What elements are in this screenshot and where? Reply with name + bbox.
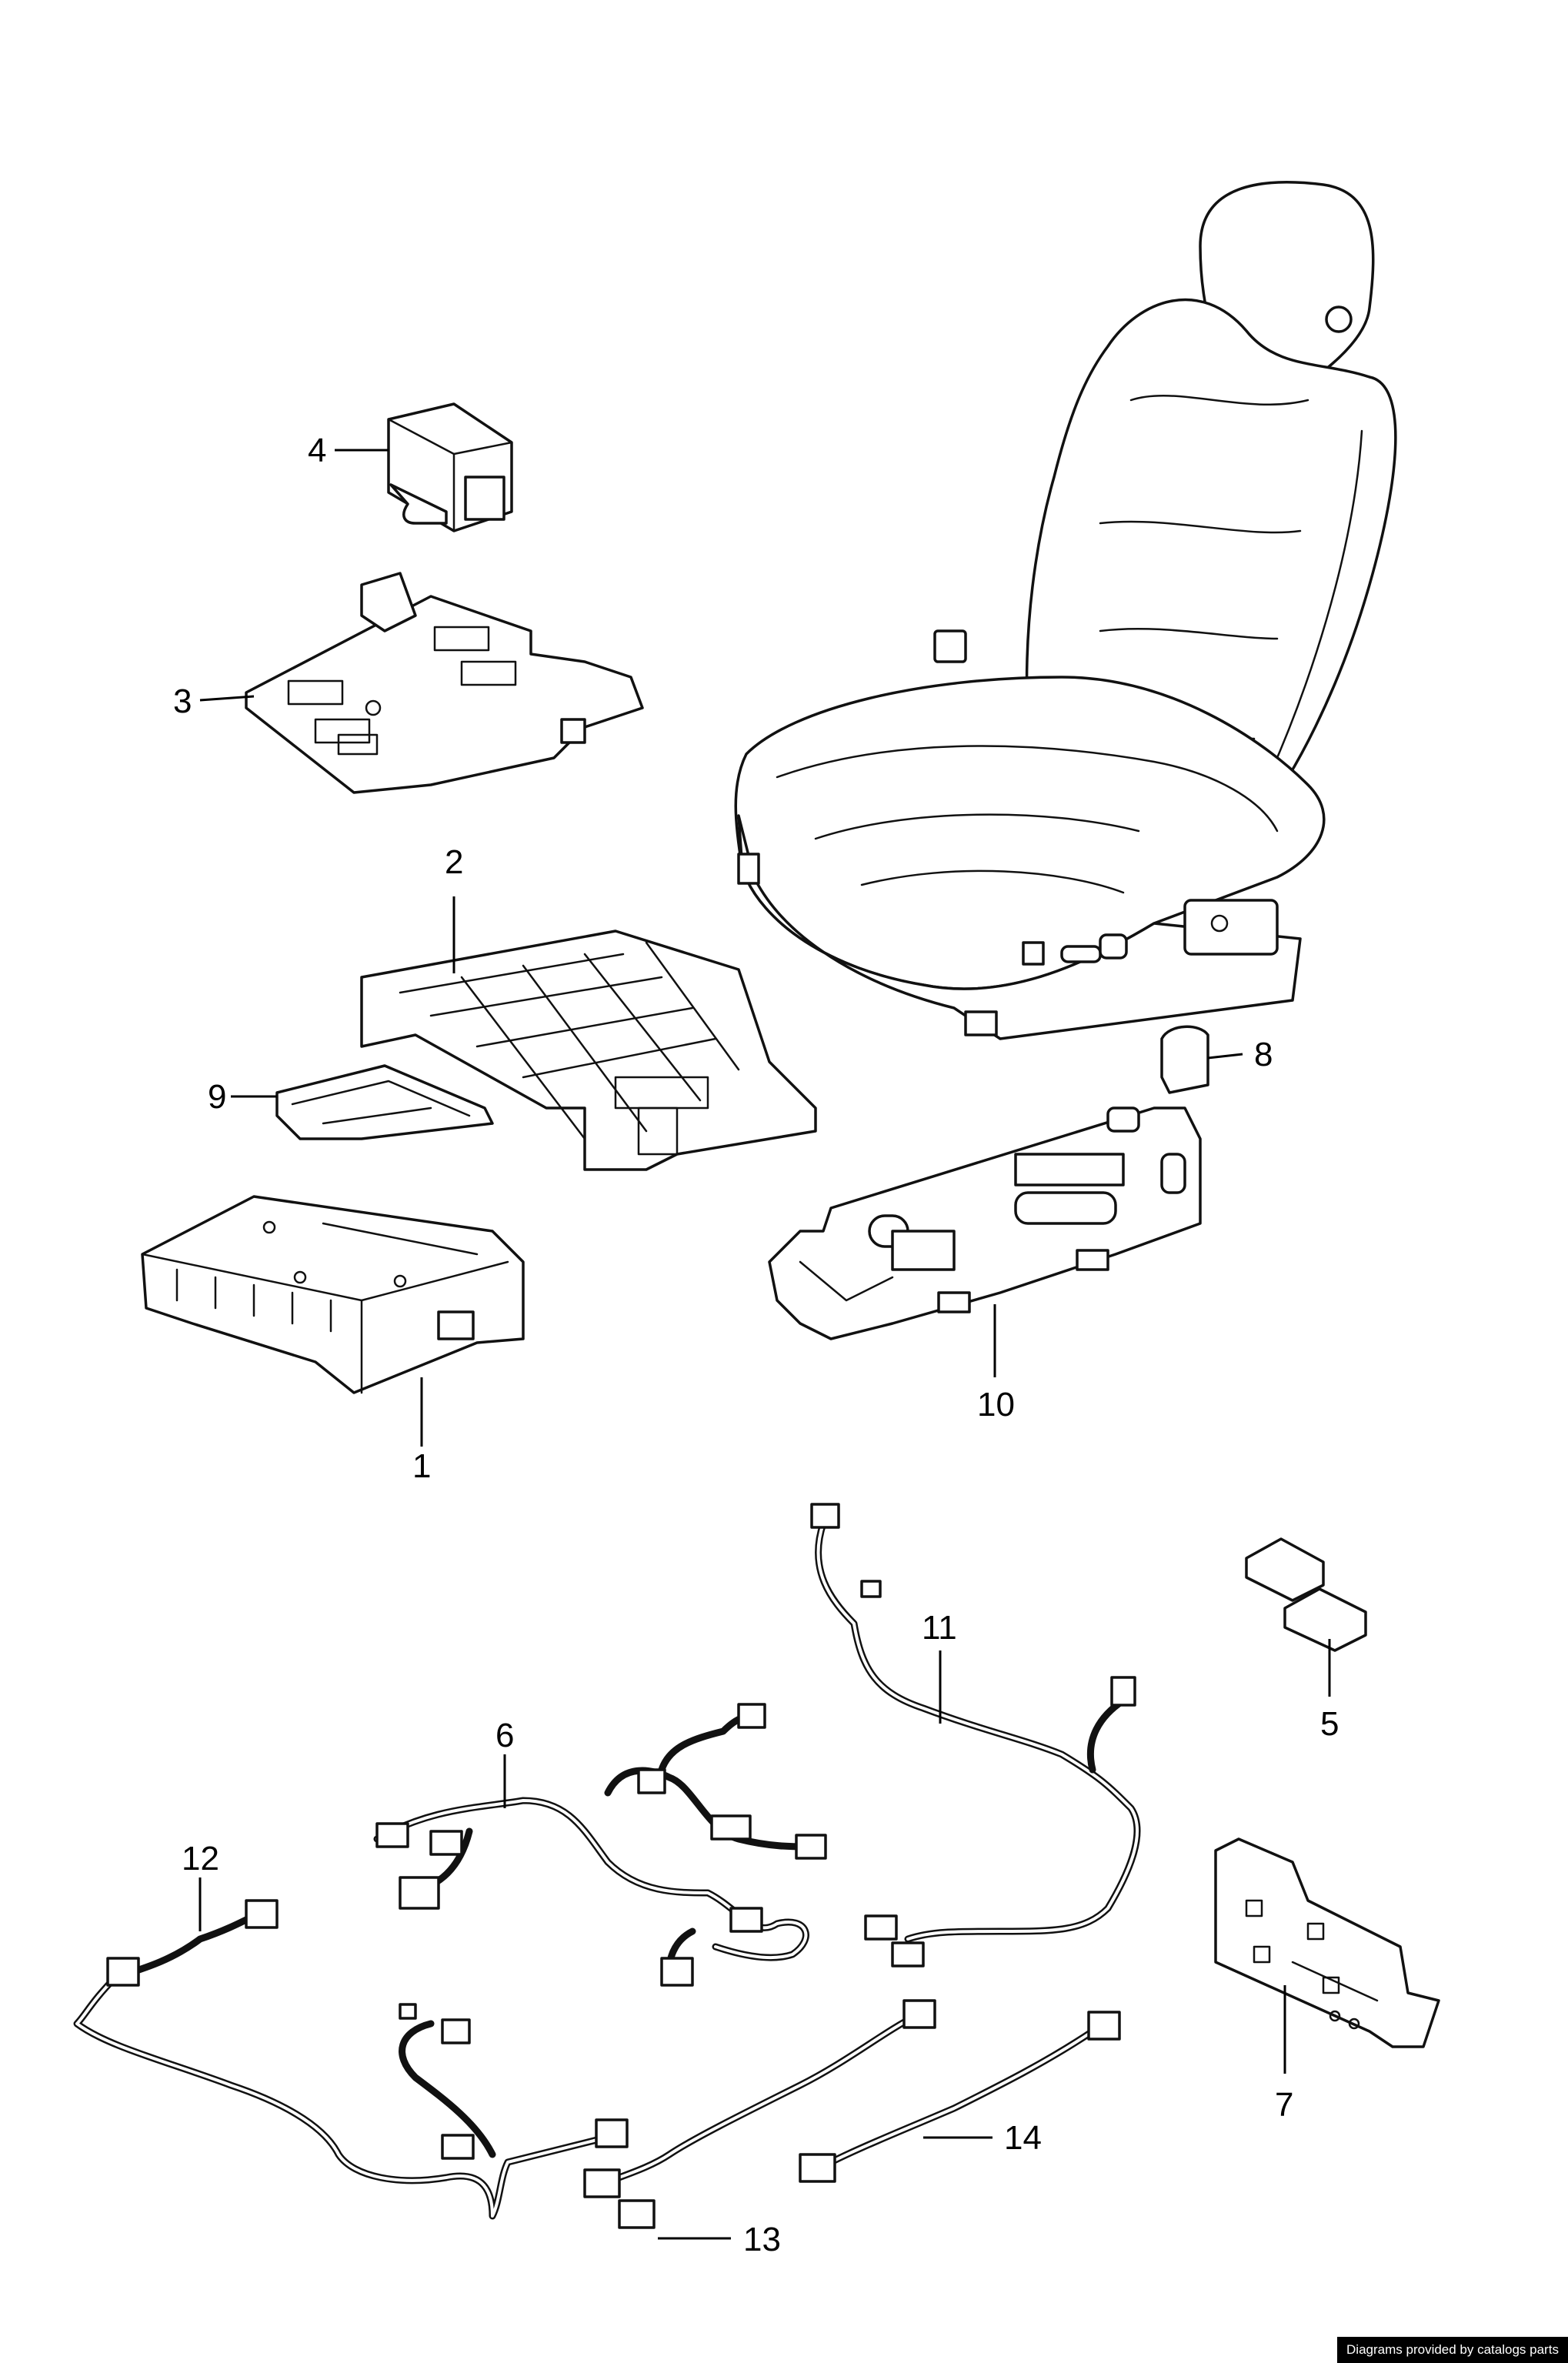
callout-14: 14 xyxy=(1004,2119,1042,2157)
part-2-frame xyxy=(360,930,817,1171)
part-14-cable xyxy=(799,2011,1121,2183)
callout-7: 7 xyxy=(1275,2086,1293,2124)
credit-badge: Diagrams provided by catalogs parts xyxy=(1337,2337,1568,2363)
callout-1: 1 xyxy=(412,1447,431,1485)
leader-lines xyxy=(199,449,1331,2240)
callout-13: 13 xyxy=(743,2221,781,2258)
part-1-control-module xyxy=(141,1195,525,1394)
part-4-relay xyxy=(387,402,513,532)
part-9-pad xyxy=(275,1064,494,1140)
callout-labels: 1 2 3 4 5 6 7 8 9 10 11 12 13 14 xyxy=(173,432,1339,2258)
part-11-harness xyxy=(810,1503,1141,1967)
callout-4: 4 xyxy=(308,432,326,469)
part-6-harness xyxy=(373,1703,827,1987)
callout-10: 10 xyxy=(977,1386,1015,1423)
callout-12: 12 xyxy=(182,1840,219,1877)
part-3-bracket xyxy=(245,572,644,794)
callout-6: 6 xyxy=(495,1717,514,1754)
part-5-clips xyxy=(1245,1537,1367,1652)
part-12-harness xyxy=(73,1899,629,2220)
part-13-cable xyxy=(583,1999,936,2229)
callout-5: 5 xyxy=(1320,1705,1339,1743)
part-8-knob xyxy=(1160,1025,1209,1094)
part-10-switch-panel xyxy=(768,1106,1202,1340)
callout-3: 3 xyxy=(173,683,192,720)
callout-11: 11 xyxy=(922,1609,957,1647)
callout-2: 2 xyxy=(445,843,463,881)
callout-8: 8 xyxy=(1254,1036,1273,1073)
callout-9: 9 xyxy=(208,1078,226,1116)
part-7-bracket xyxy=(1214,1837,1440,2048)
seat-illustration xyxy=(734,181,1397,1040)
